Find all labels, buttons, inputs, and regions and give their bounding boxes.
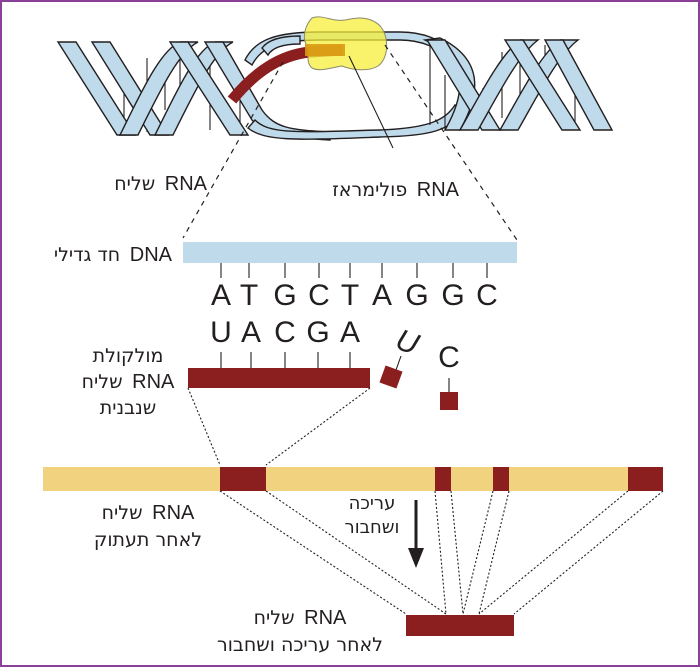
free-nucleotide-u: U: [379, 323, 423, 389]
svg-text:C: C: [438, 341, 460, 374]
svg-text:לאחר תעתוק: לאחר תעתוק: [94, 529, 202, 551]
exon-1: [220, 467, 266, 491]
dna-base-letter: C: [308, 279, 330, 312]
forming-mrna-bar: [188, 368, 370, 388]
dna-strand-left-3: [118, 41, 199, 136]
rna-base-letter: C: [274, 316, 296, 349]
svg-text:שליח RNA: שליח RNA: [254, 607, 347, 629]
exon-3: [493, 467, 509, 491]
dna-strand-left-4: [153, 41, 234, 136]
dna-base-letter: A: [372, 279, 392, 312]
dna-strand-right-6: [543, 39, 614, 131]
zoom-line-left: [182, 61, 284, 239]
mature-mrna-bar: [406, 615, 514, 636]
mrna-inside-polymerase: [305, 44, 345, 56]
forming-mrna-label: מולקולת שליח RNA שנבנית: [82, 345, 175, 419]
dna-base-letter: T: [341, 279, 359, 312]
dna-template-label: חד גדילי DNA: [54, 244, 173, 266]
mrna-label-top: שליח RNA: [114, 173, 207, 195]
svg-text:מולקולת: מולקולת: [93, 345, 164, 367]
rna-polymerase: [303, 16, 388, 71]
splicing-arrow: עריכה ושחבור: [345, 493, 424, 568]
svg-text:ושחבור: ושחבור: [345, 517, 400, 538]
dna-base-letter: C: [476, 279, 498, 312]
dna-strand-right-5: [503, 39, 582, 131]
dna-base-letter: G: [441, 279, 464, 312]
dna-double-helix: [56, 31, 614, 141]
rna-polymerase-label: פולימראז RNA: [332, 179, 459, 201]
dna-base-letter: T: [240, 279, 258, 312]
dna-base-letter: A: [211, 279, 231, 312]
rna-base-letter: A: [340, 316, 360, 349]
dotted-link-1: [187, 387, 221, 466]
dna-strand-left-5: [168, 41, 250, 136]
rna-base-letter: G: [306, 316, 329, 349]
svg-text:שליח RNA: שליח RNA: [102, 502, 195, 524]
free-nucleotide-c: C: [438, 341, 460, 410]
exon-2: [435, 467, 451, 491]
svg-text:לאחר עריכה ושחבור: לאחר עריכה ושחבור: [217, 634, 383, 656]
polymerase-pointer: [348, 55, 394, 149]
dna-bubble-left: [261, 35, 301, 57]
pre-mrna-intron-background: [43, 467, 663, 491]
dna-base-letter: G: [405, 279, 428, 312]
pre-mrna-label: שליח RNA לאחר תעתוק: [94, 502, 202, 551]
exon-4: [628, 467, 663, 491]
dna-base-letter: G: [273, 279, 296, 312]
pre-mrna-bar: [43, 467, 663, 491]
arrow-head-icon: [408, 548, 424, 568]
rna-base-letter: A: [241, 316, 261, 349]
svg-text:שליח RNA: שליח RNA: [82, 371, 175, 393]
svg-text:עריכה: עריכה: [349, 493, 396, 514]
dna-template-strand: [183, 242, 517, 263]
rna-base-letter: U: [210, 316, 232, 349]
dotted-link-2: [265, 387, 371, 466]
dna-strand-right-3: [458, 39, 541, 131]
mature-mrna-label: שליח RNA לאחר עריכה ושחבור: [217, 607, 383, 656]
svg-text:שנבנית: שנבנית: [100, 397, 156, 419]
svg-text:U: U: [391, 323, 423, 362]
splice-dotted-lines: [219, 490, 664, 615]
